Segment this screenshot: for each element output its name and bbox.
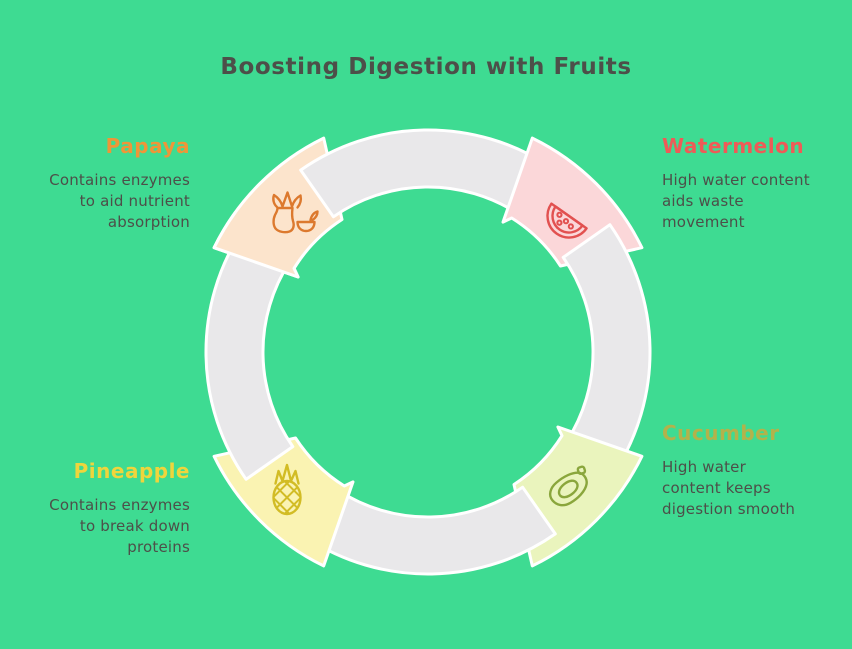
papaya-segment-head-overlap [214,212,301,277]
pineapple-heading: Pineapple [73,459,190,483]
ring-arc-left [204,229,295,481]
watermelon-label: Watermelon High water content aids waste… [662,134,840,233]
watermelon-icon [546,202,588,239]
watermelon-heading: Watermelon [662,134,805,158]
cucumber-description: High water content keeps digestion smoot… [662,458,796,518]
cucumber-label: Cucumber High water content keeps digest… [662,421,840,520]
pineapple-description: Contains enzymes to break down proteins [49,496,190,556]
watermelon-description: High water content aids waste movement [662,171,810,231]
infographic-title: Boosting Digestion with Fruits [220,54,632,80]
cucumber-heading: Cucumber [662,421,780,445]
pineapple-label: Pineapple Contains enzymes to break down… [20,459,190,558]
ring-arc-top [299,128,551,219]
papaya-label: Papaya Contains enzymes to aid nutrient … [20,134,190,233]
cucumber-icon [548,465,588,507]
papaya-segment-head-outline [212,211,302,279]
ring-arc-bottom [305,485,557,576]
pineapple-icon [272,463,302,516]
papaya-description: Contains enzymes to aid nutrient absorpt… [49,171,190,231]
papaya-heading: Papaya [105,134,190,158]
papaya-icon [272,191,319,234]
